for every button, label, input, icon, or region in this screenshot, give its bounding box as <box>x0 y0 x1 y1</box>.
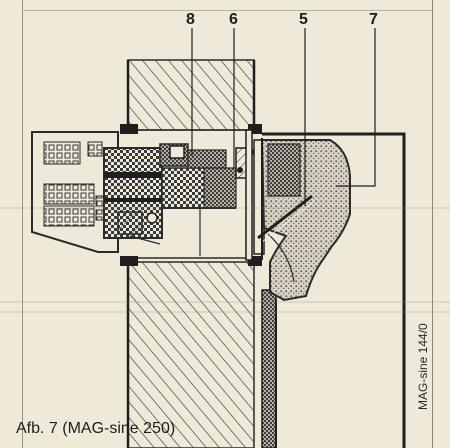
leader-lines <box>191 28 376 206</box>
callout-5: 5 <box>299 11 308 28</box>
vertical-posts <box>245 129 277 448</box>
blade-5 <box>257 194 315 243</box>
callout-8: 8 <box>186 11 195 28</box>
frame-top-edge <box>22 10 432 11</box>
middle-assembly <box>159 143 237 209</box>
lower-wall <box>126 261 255 448</box>
callout-6: 6 <box>229 11 238 28</box>
outer-shell-7 <box>260 139 351 302</box>
side-code-label: MAG-sine 144/0 <box>416 323 430 410</box>
insulation-block <box>103 147 163 245</box>
leader-7 <box>336 28 376 187</box>
figure-caption: Afb. 7 (MAG-sine 250) <box>16 420 176 437</box>
upper-wall <box>126 59 256 131</box>
scan-bands <box>0 207 450 313</box>
frame-right-edge <box>432 0 433 448</box>
outer-cover <box>261 132 406 448</box>
frame-left-edge <box>22 0 23 448</box>
opening-frame <box>120 124 262 266</box>
callout-7: 7 <box>369 11 378 28</box>
